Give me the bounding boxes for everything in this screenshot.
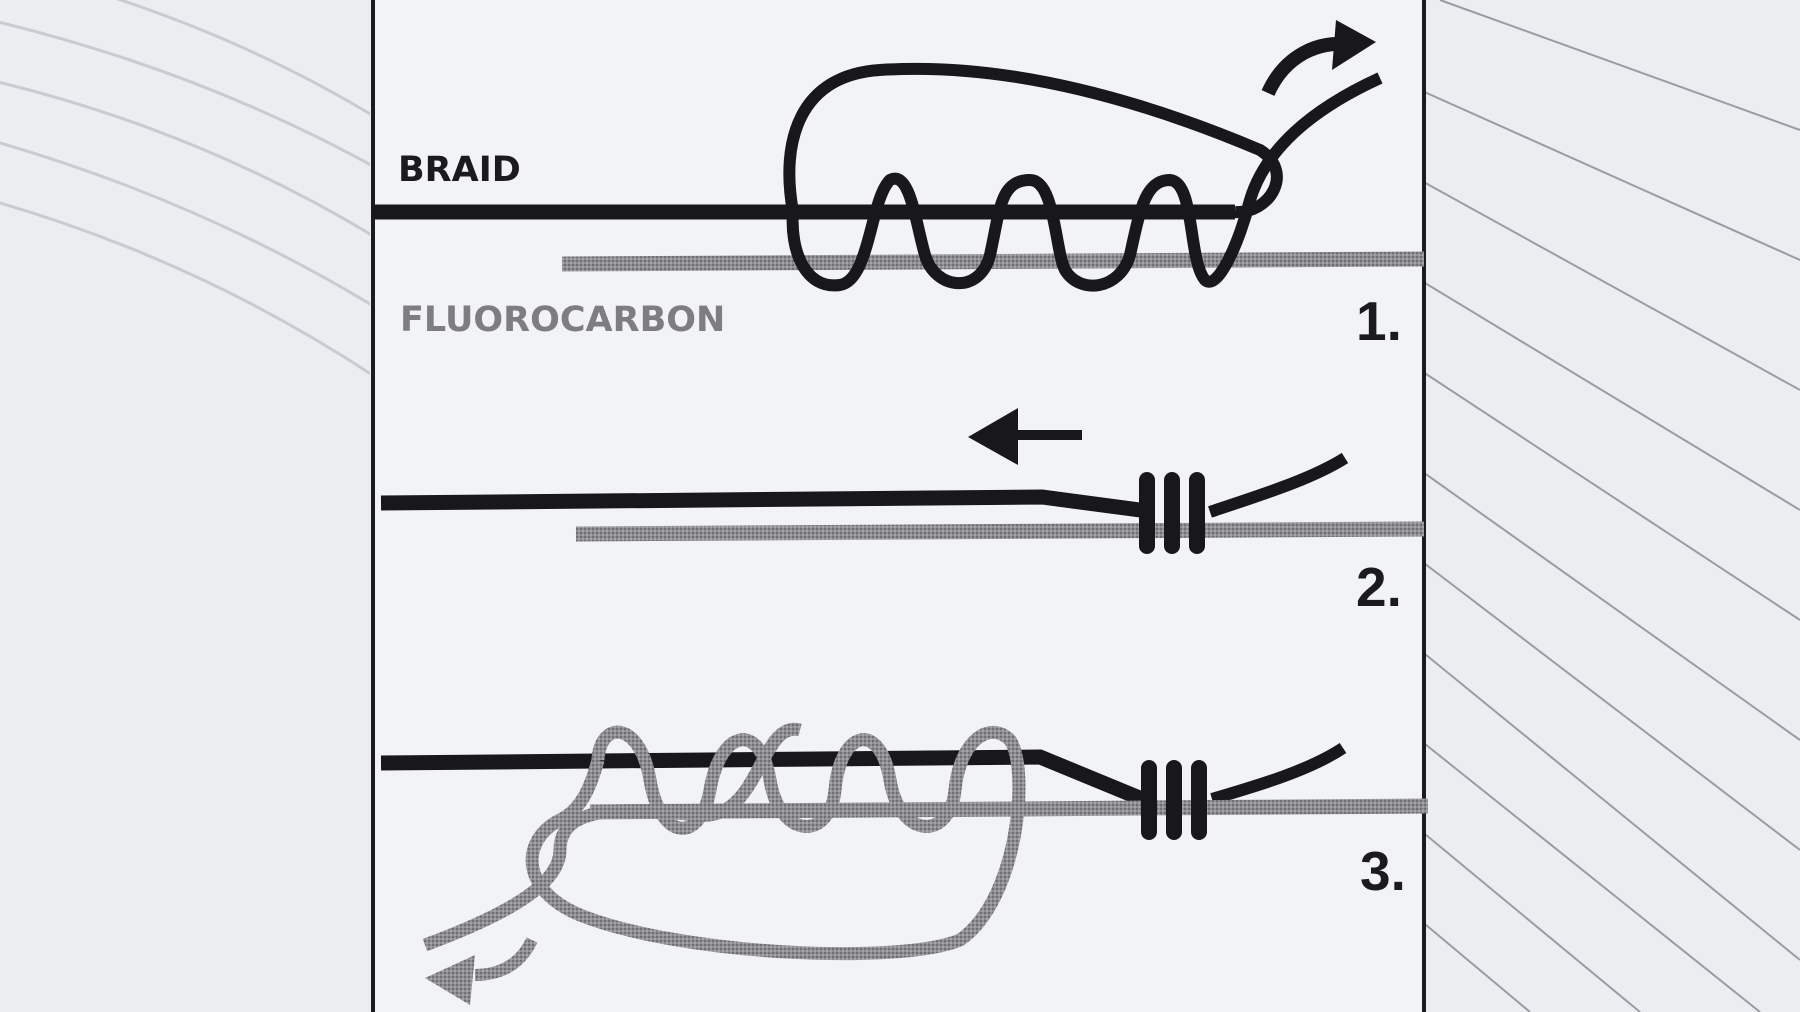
step-2-fluorocarbon-line bbox=[575, 521, 1425, 542]
step-3-wrap-2 bbox=[1166, 760, 1182, 840]
step-3-wrap-3 bbox=[1191, 760, 1207, 840]
left-decorative-curves bbox=[0, 0, 370, 376]
step-1-arrow-head-icon bbox=[1332, 20, 1376, 70]
step-2-number: 2. bbox=[1356, 556, 1402, 618]
step-1-number: 1. bbox=[1356, 290, 1402, 352]
step-1-braid-wraps bbox=[786, 72, 1383, 292]
braid-label: BRAID bbox=[398, 150, 521, 190]
step-3-fluorocarbon-tag bbox=[422, 722, 802, 952]
step-2-braid-line bbox=[380, 489, 1141, 518]
step-1-illustration bbox=[373, 20, 1425, 292]
step-1-braid-loop bbox=[783, 62, 1283, 218]
step-2-wrap-1 bbox=[1139, 472, 1155, 554]
step-3-arrow-head-icon bbox=[425, 955, 475, 1005]
step-3-fluorocarbon-wraps bbox=[525, 725, 1026, 961]
step-2-braid-tag-end bbox=[1208, 452, 1349, 518]
fluorocarbon-label: FLUOROCARBON bbox=[400, 300, 725, 340]
step-2-wrap-3 bbox=[1189, 472, 1205, 554]
step-2-illustration bbox=[380, 408, 1425, 554]
step-3-illustration bbox=[380, 722, 1429, 1005]
step-3-braid-tag-end bbox=[1210, 742, 1347, 805]
step-3-fluorocarbon-wrap-join bbox=[556, 758, 605, 826]
step-2-wrap-2 bbox=[1164, 472, 1180, 554]
step-3-wrap-1 bbox=[1141, 760, 1157, 840]
step-3-arrow-shaft bbox=[474, 937, 538, 981]
step-3-number: 3. bbox=[1360, 840, 1406, 902]
step-2-left-arrow-icon bbox=[968, 408, 1018, 465]
right-decorative-lines bbox=[1420, 0, 1800, 1012]
